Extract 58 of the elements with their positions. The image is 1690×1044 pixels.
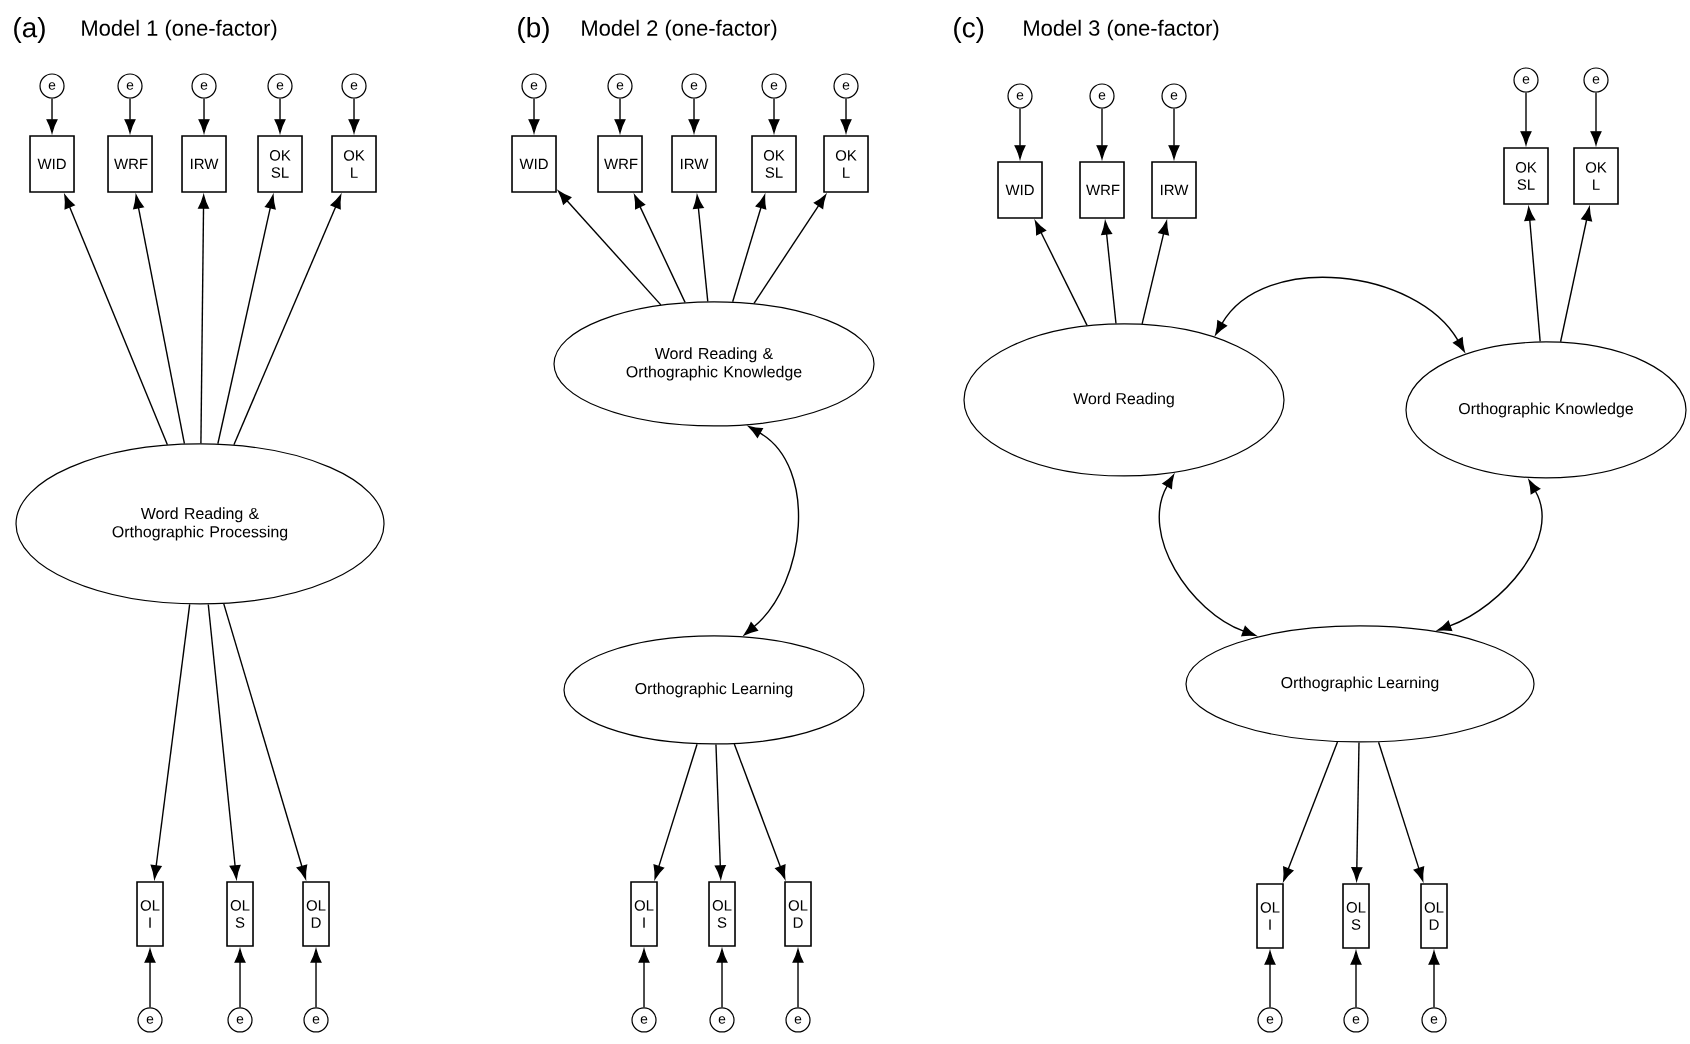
arrow [1168,107,1180,159]
arrow [233,194,342,446]
arrow [714,743,726,879]
arrow [653,743,698,880]
covariance-arrow [1215,276,1465,352]
arrow [1014,107,1026,159]
arrow [1350,950,1362,1009]
arrow [46,97,58,133]
arrow [150,603,191,879]
panel-title: Model 3 (one-factor) [1024,19,1219,41]
arrow [792,948,804,1009]
arrow [1377,741,1425,882]
arrow [1590,91,1602,145]
panel-title: Model 2 (one-factor) [582,19,777,41]
covariance-arrow [1158,474,1256,637]
arrow [274,97,286,133]
arrow [1096,107,1108,159]
arrow [1524,206,1541,343]
arrow [207,603,241,879]
arrow [634,194,686,304]
arrow [1428,950,1440,1009]
arrow [692,194,709,303]
arrow [144,948,156,1009]
arrow [716,948,728,1009]
arrow [234,948,246,1009]
arrow [558,190,662,306]
arrow [1283,741,1339,882]
panel-title: Model 1 (one-factor) [82,19,277,41]
panel-letter: (c) [954,17,984,43]
arrow [614,97,626,133]
arrow [733,743,786,880]
arrow [198,194,209,445]
covariance-arrow [1437,479,1543,632]
arrow [1559,206,1593,343]
arrow [1101,220,1117,325]
arrow [223,603,308,880]
arrow [217,194,276,445]
arrow [840,97,852,133]
arrow [124,97,136,133]
arrow [528,97,540,133]
panel-letter: (a) [14,17,45,43]
arrow [198,97,210,133]
arrow [1520,91,1532,145]
arrow [731,194,767,303]
arrow [1264,950,1276,1009]
arrow [1034,220,1088,327]
arrow [348,97,360,133]
arrow [310,948,322,1009]
arrow [753,194,827,305]
arrow [133,194,186,445]
panel-letter: (b) [518,17,549,43]
arrow [638,948,650,1009]
covariance-arrow [744,426,799,636]
arrow [768,97,780,133]
arrow [1351,741,1363,881]
arrow [688,97,700,133]
arrow [1141,220,1169,325]
arrow [64,194,169,446]
